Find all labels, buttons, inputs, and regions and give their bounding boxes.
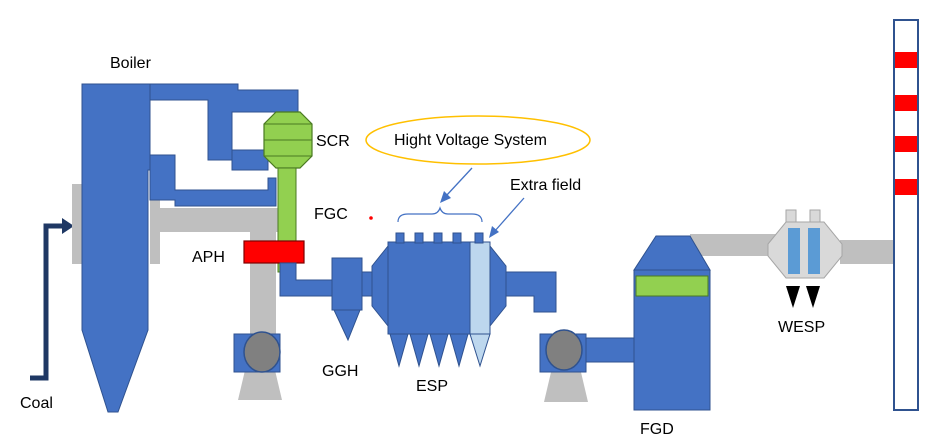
esp-extra-field	[469, 241, 491, 335]
stack	[893, 19, 919, 411]
label-boiler: Boiler	[110, 55, 152, 72]
scr-reactor	[263, 111, 313, 169]
wesp-hopper-right	[806, 286, 820, 308]
esp	[371, 232, 507, 368]
wesp-tube-right	[808, 228, 820, 274]
esp-insulator-1	[395, 232, 405, 244]
ggh-hopper	[333, 309, 361, 342]
ggh-body	[331, 257, 363, 311]
esp-to-fgd-duct	[505, 271, 557, 313]
esp-inlet-transition	[371, 244, 389, 328]
label-esp: ESP	[416, 378, 448, 395]
boiler	[72, 83, 299, 413]
wesp-hopper-left	[786, 286, 800, 308]
label-scr: SCR	[316, 133, 350, 150]
stack-band-3	[895, 136, 917, 152]
coal-arrow-head	[62, 218, 74, 234]
wesp-housing	[767, 221, 843, 279]
hvs-arrow-head	[440, 191, 451, 203]
label-wesp: WESP	[778, 319, 825, 336]
scr-inlet-duct	[231, 149, 269, 171]
boiler-body	[81, 83, 161, 413]
extra-field-callout	[489, 197, 525, 238]
fgd-green-band	[635, 275, 709, 297]
stack-body	[893, 19, 919, 411]
coal-feed-line	[30, 223, 64, 381]
wesp-stack-gray-duct	[840, 240, 896, 264]
stack-band-2	[895, 95, 917, 111]
hvs-ellipse	[365, 115, 591, 165]
boiler-left-support	[72, 184, 82, 264]
extra-field-arrow-line	[493, 197, 525, 233]
fan-1-base	[238, 366, 282, 400]
label-ggh: GGH	[322, 363, 358, 380]
wesp-top-right	[809, 209, 821, 223]
esp-insulator-3	[433, 232, 443, 244]
boiler-convective-duct	[149, 154, 277, 207]
esp-outlet-transition	[489, 244, 507, 328]
hvs-arrow-line	[445, 167, 473, 197]
label-aph: APH	[192, 249, 225, 266]
label-hvs: Hight Voltage System	[394, 132, 547, 149]
fan-2-base	[544, 368, 588, 402]
extra-field-arrow-head	[489, 226, 499, 238]
esp-insulator-4	[452, 232, 462, 244]
boiler-right-support	[150, 184, 160, 264]
stack-band-4	[895, 179, 917, 195]
stack-band-1	[895, 52, 917, 68]
esp-hopper-4	[449, 333, 469, 368]
esp-hopper-3	[429, 333, 449, 368]
esp-insulator-5	[474, 232, 484, 244]
wesp	[767, 209, 843, 308]
fgd-absorber	[633, 235, 711, 411]
label-coal: Coal	[20, 395, 53, 412]
fan-1-wheel	[243, 331, 281, 373]
coal-feed	[30, 218, 74, 381]
fan-1	[233, 331, 282, 400]
label-fgc: FGC	[314, 206, 348, 223]
hvs-brace	[397, 206, 483, 223]
wesp-top-left	[785, 209, 797, 223]
fgd-wesp-gray-duct	[690, 234, 790, 256]
esp-hopper-5	[469, 333, 491, 368]
aph-to-esp-duct	[279, 262, 337, 297]
aph-heater	[243, 240, 305, 264]
esp-hopper-1	[389, 333, 409, 368]
fan-2	[539, 329, 588, 402]
hvs-callout	[365, 115, 591, 223]
boiler-top-duct	[149, 83, 299, 161]
wesp-tube-left	[788, 228, 800, 274]
esp-hopper-2	[409, 333, 429, 368]
fan2-to-fgd-duct	[579, 337, 637, 363]
ggh	[331, 257, 377, 342]
label-extra-field: Extra field	[510, 177, 581, 194]
red-dot-marker	[369, 216, 373, 220]
esp-body	[387, 241, 471, 335]
fan-2-wheel	[545, 329, 583, 371]
label-fgd: FGD	[640, 421, 674, 438]
esp-insulator-2	[414, 232, 424, 244]
